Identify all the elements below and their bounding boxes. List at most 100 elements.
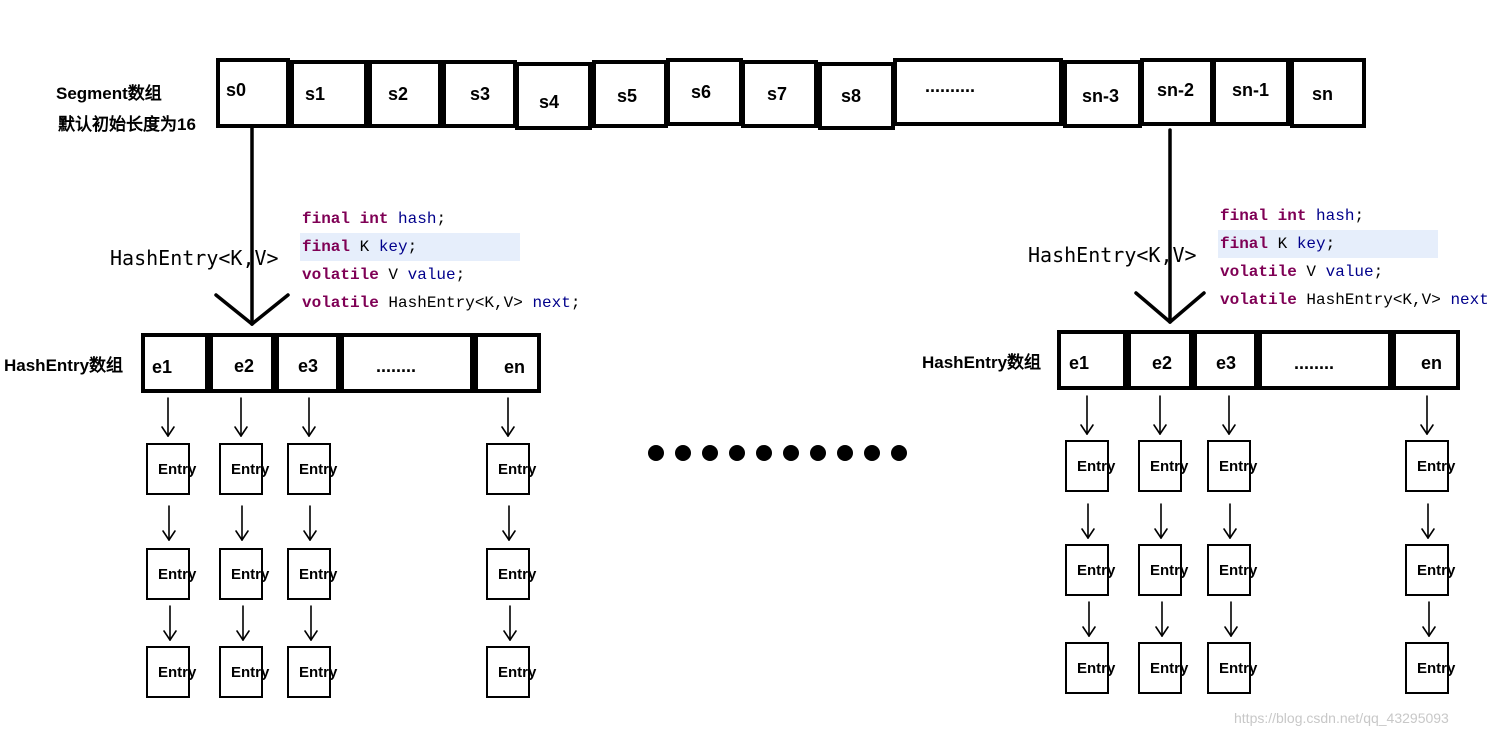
- entry-arrow-left-head-r: [168, 530, 176, 541]
- entry-arrow-right-head-r: [1228, 424, 1236, 435]
- entry-arrow-right-head-l: [1082, 626, 1090, 637]
- entry-arrow-left-head-l: [502, 530, 510, 541]
- hashentry-cell: [1057, 330, 1127, 390]
- entry-arrow-left-head-r: [240, 426, 248, 437]
- ellipsis-dot: [729, 445, 745, 461]
- entry-label: Entry: [1077, 562, 1116, 579]
- entry-label: Entry: [498, 664, 537, 681]
- entry-node: Entry: [219, 443, 269, 495]
- entry-arrow-left-head-l: [235, 530, 243, 541]
- code-line: volatile HashEntry<K,V> next;: [1218, 286, 1487, 314]
- code-identifier: hash: [388, 210, 437, 228]
- hashentry-cell: [1258, 330, 1392, 390]
- entry-label: Entry: [231, 461, 270, 478]
- entry-node: Entry: [1138, 544, 1188, 596]
- watermark: https://blog.csdn.net/qq_43295093: [1234, 710, 1449, 726]
- entry-arrow-right-head-l: [1222, 424, 1230, 435]
- entry-arrow-right-head-l: [1153, 424, 1161, 435]
- segment-array-title: Segment数组: [56, 84, 162, 103]
- entry-arrow-right-head-r: [1230, 626, 1238, 637]
- ellipsis-dot: [648, 445, 664, 461]
- code-semicolon: ;: [436, 210, 447, 228]
- code-identifier: next: [532, 294, 571, 312]
- entry-node: Entry: [219, 548, 269, 600]
- code-type: V: [1296, 263, 1326, 281]
- code-identifier: hash: [1306, 207, 1355, 225]
- entry-node: Entry: [1207, 440, 1257, 492]
- entry-node: Entry: [287, 646, 337, 698]
- hashentry-fields-code-right: final int hash;final K key;volatile V va…: [1218, 202, 1487, 314]
- entry-node: Entry: [1065, 440, 1115, 492]
- hashentry-type-label-right: HashEntry<K,V>: [1028, 243, 1197, 267]
- entry-node: Entry: [1138, 440, 1188, 492]
- code-identifier: value: [407, 266, 456, 284]
- segment-cell-label: s2: [388, 84, 409, 104]
- code-identifier: next: [1450, 291, 1487, 309]
- entry-arrow-left-head-r: [169, 630, 177, 641]
- segment-cell-label: s0: [226, 80, 247, 100]
- entry-node: Entry: [1405, 642, 1455, 694]
- code-semicolon: ;: [570, 294, 581, 312]
- hashentry-cell: [340, 333, 474, 393]
- entry-node: Entry: [1065, 642, 1115, 694]
- hashentry-cell: [209, 333, 275, 393]
- entry-arrow-right-head-l: [1154, 528, 1162, 539]
- segment-cell: [1290, 58, 1366, 128]
- segment-s0-arrowhead-r: [250, 293, 290, 326]
- entry-node: Entry: [146, 646, 196, 698]
- code-identifier: value: [1325, 263, 1374, 281]
- entry-arrow-right-head-l: [1421, 528, 1429, 539]
- entry-node: Entry: [1405, 544, 1455, 596]
- code-identifier: key: [1296, 235, 1326, 253]
- entry-arrow-right-head-r: [1160, 528, 1168, 539]
- entry-arrow-right-head-r: [1229, 528, 1237, 539]
- segment-cell: [368, 60, 442, 128]
- entry-arrow-right-head-r: [1161, 626, 1169, 637]
- hashentry-fields-code-left: final int hash;final K key;volatile V va…: [300, 205, 580, 317]
- entry-node: Entry: [1138, 642, 1188, 694]
- ellipsis-dot: [837, 445, 853, 461]
- hashentry-array-label-left: HashEntry数组: [4, 356, 124, 375]
- hashentry-cell-label: en: [1421, 353, 1443, 373]
- entry-arrow-right-head-r: [1159, 424, 1167, 435]
- entry-arrow-left-head-r: [508, 530, 516, 541]
- entry-arrow-left-head-r: [507, 426, 515, 437]
- segment-cell-label: s8: [841, 86, 862, 106]
- entry-arrow-left-head-l: [234, 426, 242, 437]
- entry-arrow-right-head-r: [1086, 424, 1094, 435]
- code-semicolon: ;: [1373, 263, 1384, 281]
- code-line: volatile V value;: [300, 261, 520, 289]
- entry-arrow-left-head-l: [503, 630, 511, 641]
- entry-arrow-left-head-l: [236, 630, 244, 641]
- segment-cell-label: s3: [470, 84, 491, 104]
- segment-cell-label: s4: [539, 92, 560, 112]
- entry-arrow-right-head-r: [1428, 626, 1436, 637]
- code-semicolon: ;: [407, 238, 418, 256]
- code-line: final K key;: [1218, 230, 1438, 258]
- segment-cell: [1140, 58, 1214, 126]
- entry-arrow-left-head-r: [308, 426, 316, 437]
- hashentry-cell-label: e2: [234, 356, 255, 376]
- entry-arrow-right-head-l: [1223, 528, 1231, 539]
- entry-node: Entry: [1207, 544, 1257, 596]
- entry-label: Entry: [1150, 458, 1189, 475]
- entry-label: Entry: [231, 566, 270, 583]
- segment-array-subtitle: 默认初始长度为16: [58, 115, 196, 134]
- code-line: final int hash;: [1218, 202, 1438, 230]
- entry-label: Entry: [1077, 458, 1116, 475]
- entry-label: Entry: [1219, 562, 1258, 579]
- segment-cell: [893, 58, 1063, 126]
- ellipsis-dot: [810, 445, 826, 461]
- entry-node: Entry: [146, 443, 196, 495]
- entry-label: Entry: [1077, 660, 1116, 677]
- segment-cell-label: s5: [617, 86, 638, 106]
- segment-cell-label: sn-1: [1232, 80, 1270, 100]
- entry-label: Entry: [1219, 660, 1258, 677]
- hashentry-cell-label: en: [504, 357, 526, 377]
- entry-arrow-left-head-l: [163, 630, 171, 641]
- entry-label: Entry: [299, 461, 338, 478]
- entry-label: Entry: [299, 566, 338, 583]
- entry-label: Entry: [1150, 562, 1189, 579]
- entry-node: Entry: [287, 548, 337, 600]
